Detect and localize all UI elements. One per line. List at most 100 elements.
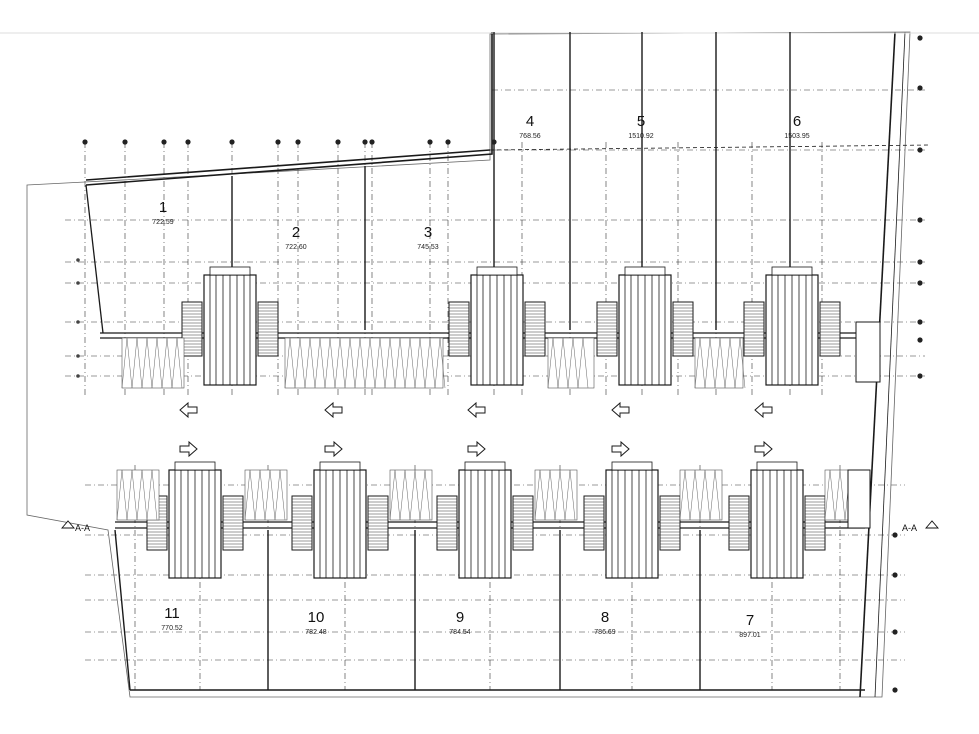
grid-bubble <box>229 139 235 145</box>
conveyor-truss <box>394 337 406 389</box>
plot-number: 3 <box>424 224 432 241</box>
grid-bubble <box>76 354 80 358</box>
plot-number: 5 <box>637 113 645 130</box>
press-head <box>209 266 251 276</box>
corner-room <box>855 321 881 383</box>
grid-bubble <box>362 139 368 145</box>
conveyor-truss <box>399 469 411 521</box>
press-head <box>771 266 813 276</box>
arrow-left-icon <box>467 401 486 419</box>
section-marker-right: A-A <box>902 520 939 533</box>
grid-bubble <box>917 35 923 41</box>
grid-bubble <box>369 139 375 145</box>
plot-area: 770.52 <box>161 625 183 632</box>
conveyor-truss <box>534 469 546 521</box>
press-head <box>624 266 666 276</box>
traffic-arrows <box>179 401 773 458</box>
conveyor-truss <box>419 469 431 521</box>
conveyor-truss <box>254 469 266 521</box>
section-label-left: A-A <box>75 523 90 533</box>
arrow-right-icon <box>754 440 773 458</box>
plot-number: 6 <box>793 113 801 130</box>
grid-bubble <box>76 258 80 262</box>
conveyor-truss <box>544 469 556 521</box>
conveyor-truss <box>344 337 356 389</box>
conveyor-truss <box>274 469 286 521</box>
conveyor-truss <box>547 337 559 389</box>
plot-number: 8 <box>601 609 609 626</box>
plot-area: 722.59 <box>152 219 174 226</box>
conveyor-truss <box>136 469 148 521</box>
press-head <box>174 461 216 471</box>
plot-number: 10 <box>308 609 325 626</box>
grid-bubble <box>335 139 341 145</box>
conveyor-truss <box>554 469 566 521</box>
plot-number: 4 <box>526 113 534 130</box>
grid-bubble <box>122 139 128 145</box>
plot-label-5: 5 1510.92 <box>628 113 653 140</box>
plot-area: 1510.92 <box>628 133 653 140</box>
grid-bubble <box>892 532 898 538</box>
conveyor-truss <box>709 469 721 521</box>
conveyor-truss <box>294 337 306 389</box>
conveyor-truss <box>146 469 158 521</box>
plot-number: 1 <box>159 199 167 216</box>
conveyor-truss <box>121 337 133 389</box>
section-arrow-icon <box>61 520 75 529</box>
grid-bubble <box>917 337 923 343</box>
corner-room <box>847 469 871 529</box>
grid-bubbles <box>76 35 923 693</box>
grid-bubble <box>445 139 451 145</box>
press-head <box>756 461 798 471</box>
conveyor-truss <box>314 337 326 389</box>
plot-number: 2 <box>292 224 300 241</box>
section-marker-left: A-A <box>61 520 90 533</box>
plot-area: 897.01 <box>739 632 761 639</box>
grid-bubble <box>161 139 167 145</box>
arrow-right-icon <box>179 440 198 458</box>
section-label-right: A-A <box>902 523 917 533</box>
conveyor-truss <box>131 337 143 389</box>
plot-number: 11 <box>164 605 180 622</box>
plot-label-7: 7 897.01 <box>739 612 761 639</box>
conveyor-truss <box>567 337 579 389</box>
conveyor-truss <box>141 337 153 389</box>
plot-number: 9 <box>456 609 464 626</box>
conveyor-truss <box>689 469 701 521</box>
conveyor-truss <box>151 337 163 389</box>
plot-area: 784.54 <box>449 629 471 636</box>
grid-bubble <box>917 217 923 223</box>
plot-label-11: 11 770.52 <box>161 605 183 632</box>
conveyor-truss <box>824 469 836 521</box>
conveyor-truss <box>244 469 256 521</box>
grid-bubble <box>917 259 923 265</box>
conveyor-truss <box>714 337 726 389</box>
plot-number: 7 <box>746 612 754 629</box>
arrow-left-icon <box>324 401 343 419</box>
plot-area: 786.69 <box>594 629 616 636</box>
grid-bubble <box>917 319 923 325</box>
conveyor-truss <box>409 469 421 521</box>
press-head <box>476 266 518 276</box>
conveyor-truss <box>834 469 846 521</box>
equipment-bottom-row <box>116 461 871 579</box>
arrow-left-icon <box>754 401 773 419</box>
grid-bubble <box>892 687 898 693</box>
plot-label-1: 1 722.59 <box>152 199 174 226</box>
conveyor-truss <box>679 469 691 521</box>
plot-label-8: 8 786.69 <box>594 609 616 636</box>
conveyor-truss <box>161 337 173 389</box>
plot-labels: 1722.592722.603745.534768.5651510.926150… <box>152 113 809 639</box>
grid-bubble <box>76 281 80 285</box>
plot-label-9: 9 784.54 <box>449 609 471 636</box>
conveyor-truss <box>284 337 296 389</box>
conveyor-truss <box>171 337 183 389</box>
conveyor-truss <box>734 337 746 389</box>
grid-bubble <box>76 320 80 324</box>
press-head <box>611 461 653 471</box>
